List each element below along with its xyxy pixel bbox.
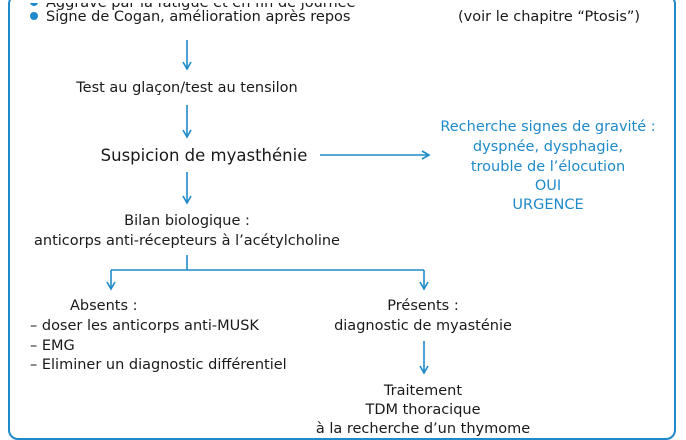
flow-arrows (106, 40, 431, 375)
absents-item: – Eliminer un diagnostic différentiel (30, 357, 287, 373)
ptosis-reference-note: (voir le chapitre “Ptosis”) (458, 9, 641, 25)
bullet-dot-icon (30, 3, 38, 6)
bilan-title: Bilan biologique : (124, 213, 250, 229)
bullet-item: Aggravé par la fatigue et en fin de jour… (30, 3, 356, 13)
bullet-item: Signe de Cogan, amélioration après repos (30, 7, 351, 27)
suspicion-step: Suspicion de myasthénie (100, 146, 308, 165)
gravity-line-2: dyspnée, dysphagie, (472, 139, 624, 155)
treatment-title: Traitement (383, 383, 463, 399)
bilan-antibodies: anticorps anti-récepteurs à l’acétylchol… (34, 233, 340, 249)
test-step: Test au glaçon/test au tensilon (76, 80, 298, 96)
absents-item: – EMG (30, 338, 75, 354)
gravity-line-urgence: URGENCE (512, 197, 584, 213)
gravity-line-3: trouble de l’élocution (470, 159, 626, 175)
treatment-ct: TDM thoracique (365, 402, 481, 418)
absents-item: – doser les anticorps anti-MUSK (30, 318, 259, 334)
bullet-dot-icon (30, 12, 38, 20)
gravity-line-1: Recherche signes de gravité : (440, 119, 656, 135)
presents-diagnosis: diagnostic de myasténie (334, 318, 512, 334)
gravity-line-oui: OUI (534, 178, 562, 194)
presents-title: Présents : (387, 298, 459, 314)
absents-title: Absents : (70, 298, 138, 314)
